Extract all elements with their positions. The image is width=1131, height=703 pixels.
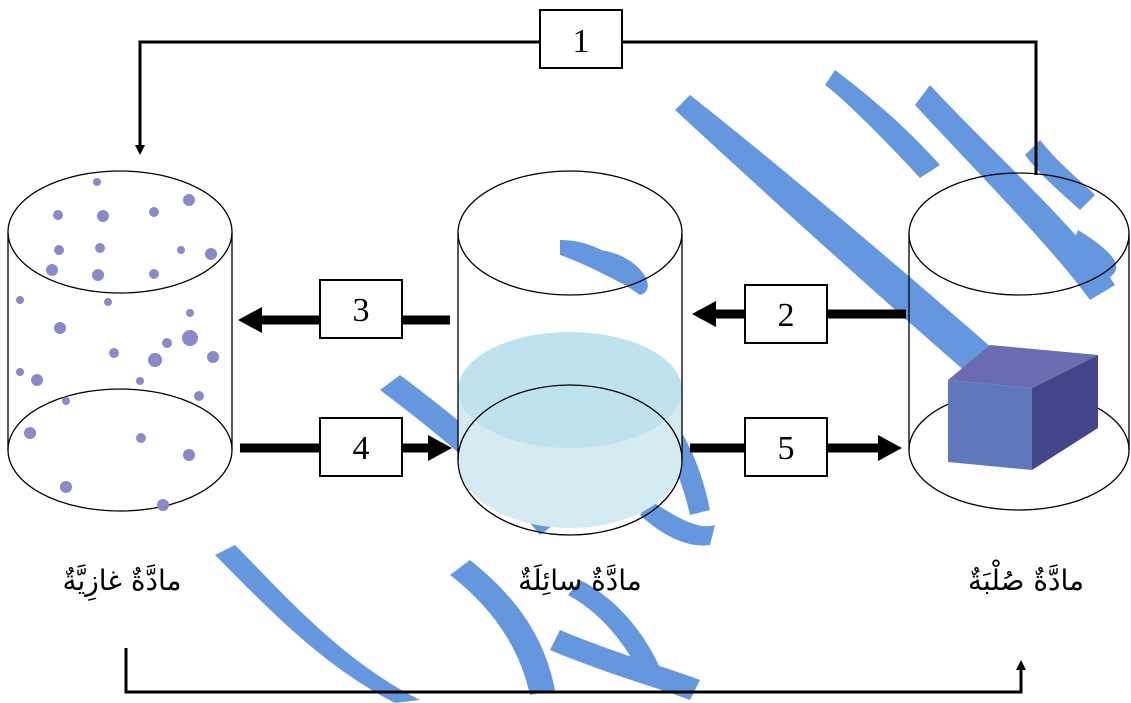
gas-particle [97, 210, 109, 222]
process-2-box [744, 284, 828, 344]
process-3-arrow: 3 [238, 279, 450, 339]
gas-particle [95, 243, 105, 253]
gas-particle [183, 194, 195, 206]
gas-particle [60, 481, 72, 493]
gas-particle [182, 330, 198, 346]
process-4-arrow: 4 [240, 417, 452, 477]
solid-cylinder [908, 172, 1130, 511]
process-2-label: 2 [778, 297, 795, 334]
gas-particle [16, 368, 24, 376]
process-1-label: 1 [573, 23, 590, 60]
gas-particle [157, 499, 169, 511]
gas-particle [93, 178, 101, 186]
process-5-arrow: 5 [690, 417, 902, 477]
process-1-box [539, 9, 623, 69]
liquid-state-label: مادَّةٌ سائِلَةٌ [518, 564, 642, 597]
gas-particle [54, 245, 64, 255]
gas-particle [53, 210, 63, 220]
gas-particle [31, 374, 43, 386]
process-3-label: 3 [353, 292, 370, 329]
process-6-arrow [124, 648, 1026, 694]
gas-particle [136, 433, 146, 443]
gas-particle [104, 298, 112, 306]
gas-particle [149, 207, 159, 217]
process-5-box [744, 417, 828, 477]
gas-particle [205, 248, 217, 260]
gas-particle [183, 449, 195, 461]
process-2-arrow: 2 [692, 284, 906, 344]
liquid-cylinder [457, 170, 683, 536]
gas-particle [46, 264, 58, 276]
gas-particle [149, 269, 159, 279]
process-3-box [319, 279, 403, 339]
solid-state-label: مادَّةٌ صُلْبَةٌ [968, 559, 1084, 597]
gas-particle [186, 309, 194, 317]
gas-particle [62, 397, 70, 405]
gas-particles [16, 178, 219, 511]
gas-particle [136, 377, 144, 385]
process-4-box [319, 417, 403, 477]
gas-particle [148, 353, 162, 367]
gas-particle [54, 322, 66, 334]
gas-particle [16, 296, 24, 304]
solid-cube [948, 345, 1098, 470]
gas-cylinder [7, 170, 233, 512]
gas-particle [24, 427, 36, 439]
gas-particle [207, 351, 219, 363]
watermark [215, 70, 1117, 703]
gas-state-label: مادَّةٌ غازِيَّةٌ [62, 564, 181, 601]
gas-particle [109, 348, 119, 358]
gas-particle [194, 391, 204, 401]
gas-particle [162, 338, 172, 348]
process-4-label: 4 [353, 430, 370, 467]
process-5-label: 5 [778, 430, 795, 467]
gas-particle [177, 246, 185, 254]
process-1-arrow: 1 [135, 9, 1038, 175]
gas-particle [92, 269, 104, 281]
